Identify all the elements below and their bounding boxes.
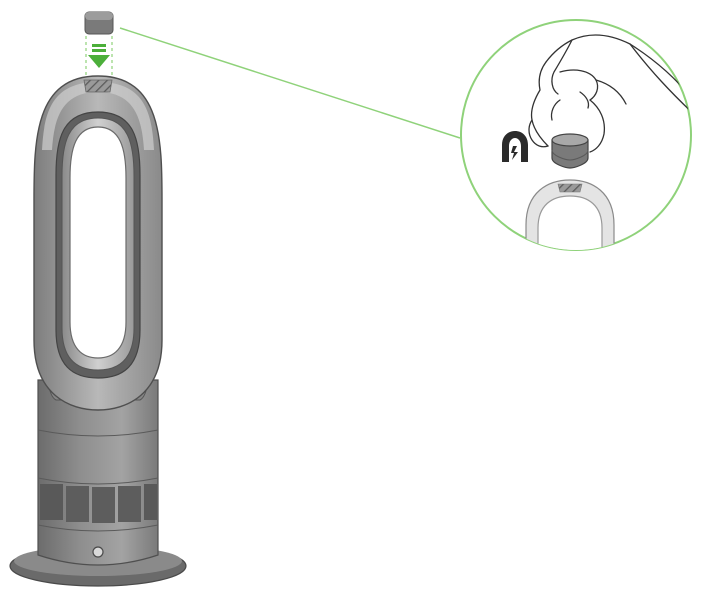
air-intake-grille <box>40 484 157 523</box>
hand-icon <box>528 34 691 153</box>
fan-tower <box>9 75 187 587</box>
magnet-icon <box>502 131 528 162</box>
callout-detail <box>460 19 692 251</box>
callout-connector-line <box>119 27 461 139</box>
callout-fan-top <box>525 179 615 250</box>
remote-control <box>84 11 114 35</box>
callout-remote <box>551 133 589 169</box>
down-arrow-icon <box>88 44 110 68</box>
power-button <box>92 546 104 558</box>
fan-aperture <box>69 126 127 359</box>
remote-docking-spot <box>83 79 113 93</box>
